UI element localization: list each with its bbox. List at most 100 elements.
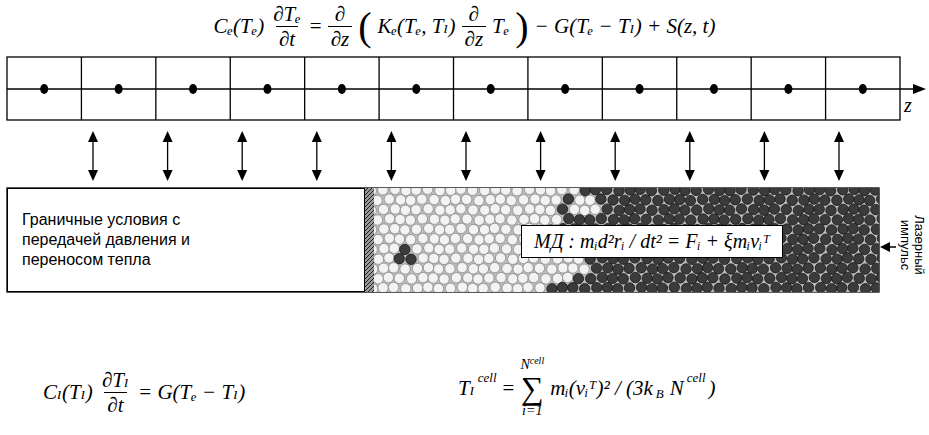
atom bbox=[450, 214, 460, 224]
atom bbox=[782, 224, 792, 234]
atom bbox=[507, 215, 517, 225]
atom bbox=[704, 204, 714, 214]
eq-term: Tₑ bbox=[492, 14, 509, 39]
atom bbox=[865, 235, 875, 245]
atom bbox=[490, 262, 500, 272]
atom bbox=[435, 205, 445, 215]
atom bbox=[832, 234, 842, 244]
eq-term: = bbox=[503, 376, 515, 401]
atom bbox=[685, 195, 695, 205]
atom bbox=[529, 272, 539, 282]
atom bbox=[754, 195, 764, 205]
atom bbox=[506, 195, 516, 205]
eq-term: ∂z bbox=[462, 26, 487, 51]
atom bbox=[451, 273, 461, 283]
atom bbox=[374, 205, 376, 215]
atom bbox=[803, 243, 813, 253]
atom bbox=[669, 204, 679, 214]
coupling-arrow bbox=[465, 140, 466, 172]
atom bbox=[826, 205, 836, 215]
atom bbox=[709, 214, 719, 224]
atom bbox=[423, 282, 433, 292]
atom bbox=[771, 282, 781, 292]
mesh-cell-border bbox=[378, 57, 379, 120]
atom bbox=[439, 254, 449, 264]
atom bbox=[742, 194, 752, 204]
arrow-head bbox=[759, 170, 769, 181]
md-box: МД : mᵢd²rᵢ / dt² = Fᵢ + ξmᵢvᵢᵀ bbox=[521, 225, 783, 258]
atom bbox=[742, 272, 752, 282]
eq-term: mᵢ(vᵢᵀ)² / (3k bbox=[550, 376, 653, 401]
atom bbox=[507, 235, 517, 245]
z-axis bbox=[7, 88, 914, 89]
atom bbox=[692, 283, 702, 292]
eq-term: ∂Tₗ bbox=[99, 368, 132, 392]
atom bbox=[523, 282, 533, 292]
atom bbox=[580, 188, 590, 196]
atom bbox=[519, 214, 529, 224]
atom bbox=[687, 274, 697, 284]
atom bbox=[669, 262, 679, 272]
atom bbox=[624, 263, 634, 273]
atom bbox=[714, 283, 724, 292]
atom bbox=[736, 188, 746, 195]
coupling-arrow bbox=[167, 140, 168, 172]
atom bbox=[793, 244, 803, 254]
coupling-arrow bbox=[615, 140, 616, 172]
atom bbox=[579, 264, 589, 274]
atom bbox=[490, 204, 500, 214]
atom bbox=[821, 234, 831, 244]
atom bbox=[558, 263, 568, 273]
atom bbox=[468, 283, 478, 292]
atom bbox=[797, 254, 807, 264]
eq-superscript: cell bbox=[478, 370, 497, 386]
atom bbox=[814, 224, 824, 234]
atom bbox=[635, 188, 645, 195]
eq-term: i=1 bbox=[522, 404, 542, 418]
coupling-arrow bbox=[242, 140, 243, 172]
coupling-arrow bbox=[689, 140, 690, 172]
atom bbox=[547, 264, 557, 274]
mesh-cell-border bbox=[81, 57, 82, 120]
atom bbox=[374, 215, 383, 225]
mesh-node-dot bbox=[636, 84, 644, 94]
atom bbox=[383, 272, 393, 282]
atom bbox=[860, 264, 870, 274]
atom bbox=[624, 204, 634, 214]
atom bbox=[764, 195, 774, 205]
eq-term: ∂Tₑ bbox=[270, 2, 304, 26]
atom bbox=[418, 253, 428, 263]
atom bbox=[860, 284, 870, 293]
atom bbox=[832, 195, 842, 205]
atom bbox=[429, 253, 439, 263]
atom bbox=[848, 243, 858, 253]
mesh-cell-border bbox=[602, 57, 603, 120]
atom bbox=[675, 273, 685, 283]
atom bbox=[400, 244, 410, 254]
atom bbox=[374, 195, 382, 205]
atom bbox=[424, 223, 434, 233]
axis-label: z bbox=[904, 94, 912, 117]
atom bbox=[405, 215, 415, 225]
coupling-arrow bbox=[391, 140, 392, 172]
atom bbox=[513, 205, 523, 215]
arrow-head bbox=[163, 131, 173, 142]
atom bbox=[590, 204, 600, 214]
arrow-head bbox=[834, 170, 844, 181]
atom bbox=[395, 195, 405, 205]
atom bbox=[474, 215, 484, 225]
atom bbox=[418, 233, 428, 243]
atom bbox=[752, 274, 762, 284]
atom bbox=[838, 243, 848, 253]
eq-term: ∂z bbox=[328, 26, 353, 51]
atom bbox=[636, 263, 646, 273]
atom bbox=[737, 263, 747, 273]
atom bbox=[490, 188, 500, 194]
atom bbox=[821, 254, 831, 264]
fraction: ∂Tₗ∂t bbox=[99, 368, 132, 417]
atom bbox=[782, 243, 792, 253]
atom bbox=[468, 205, 478, 215]
arrow-head bbox=[386, 170, 396, 181]
arrow-head bbox=[386, 131, 396, 142]
eq-term: − G(Tₑ − Tₗ) + S(z, t) bbox=[535, 14, 716, 39]
